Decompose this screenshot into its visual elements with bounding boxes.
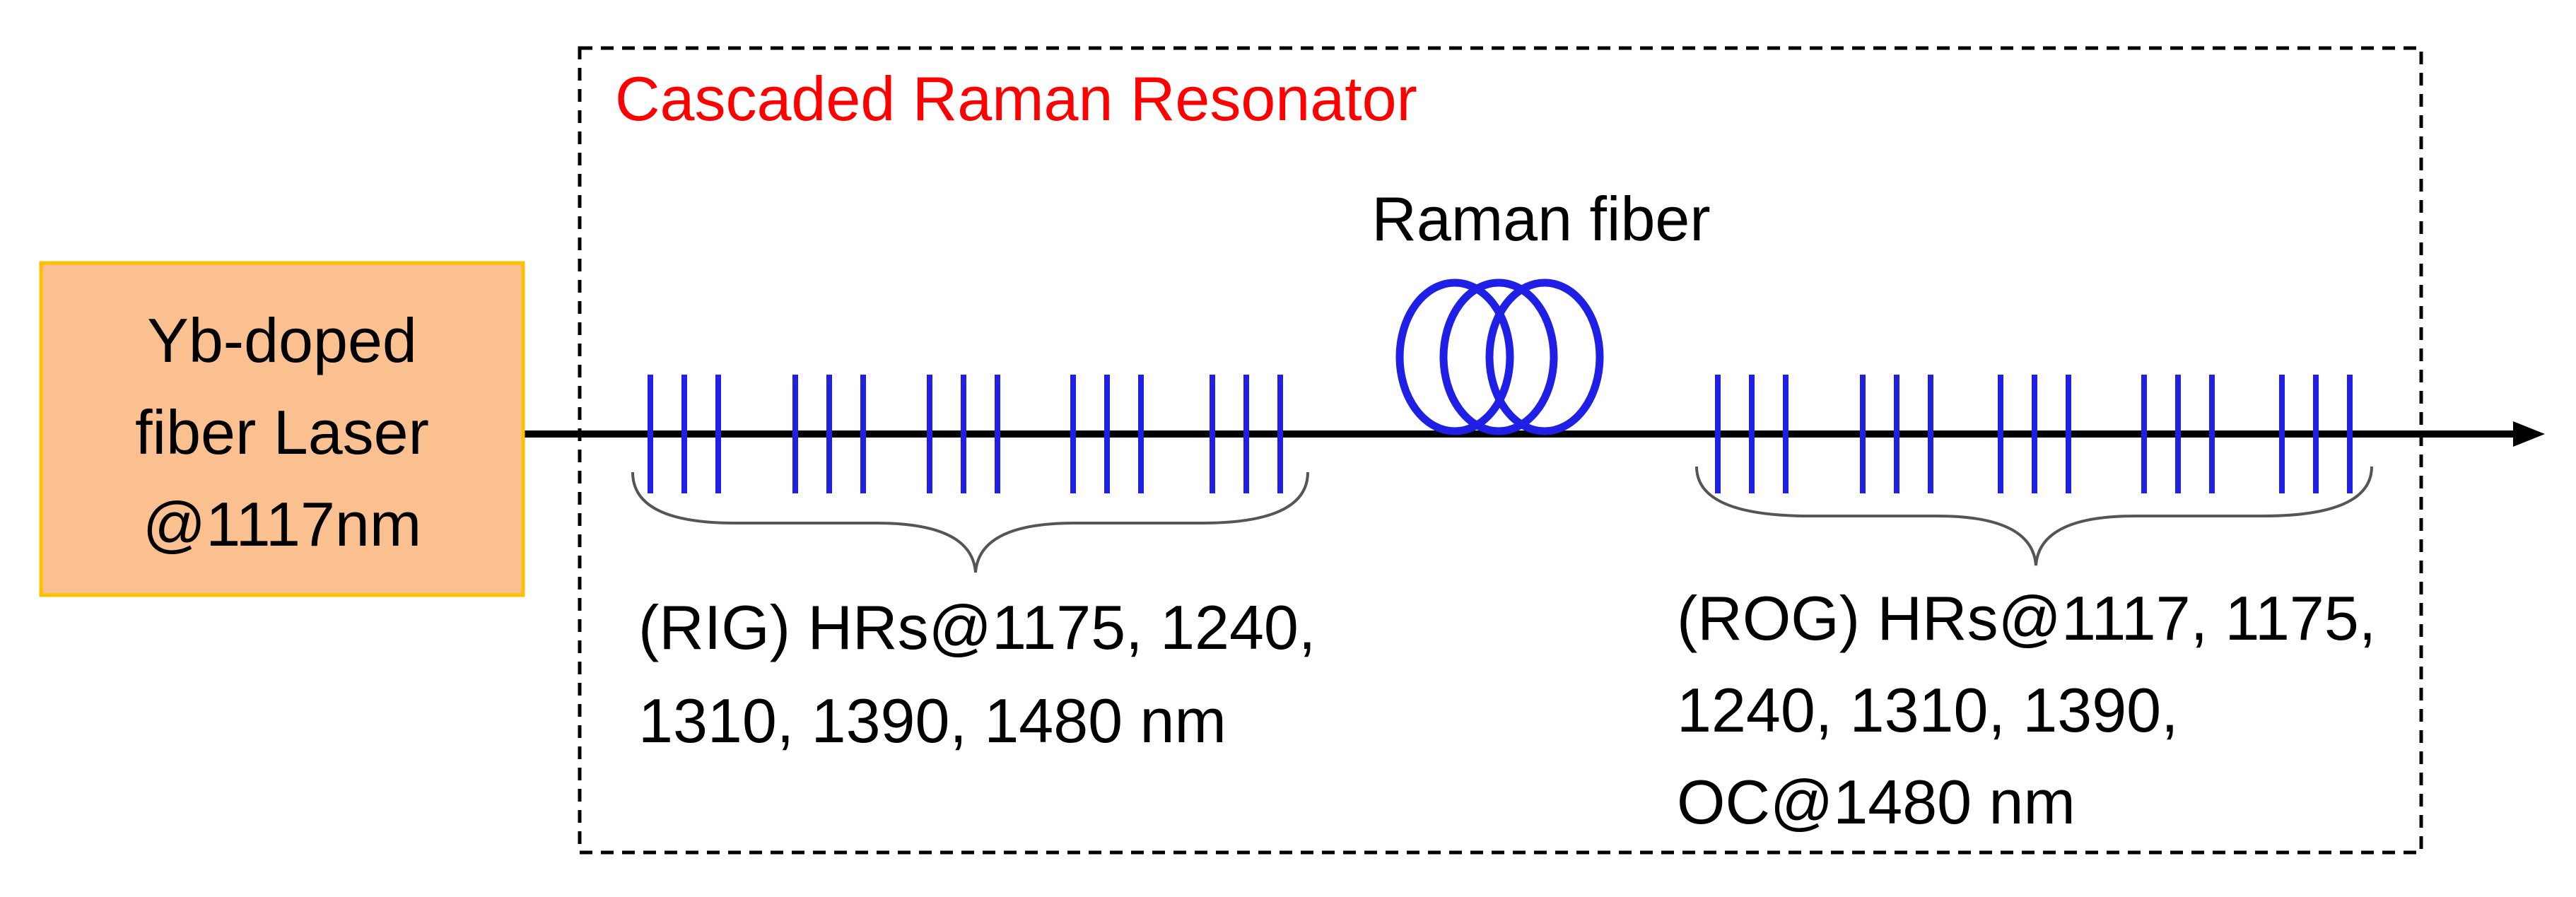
rog-brace [1695, 466, 2373, 566]
rog-label-line-3: OC@1480 nm [1677, 767, 2076, 837]
raman-fiber-label: Raman fiber [1371, 184, 1710, 254]
rig-label-line-2: 1310, 1390, 1480 nm [638, 686, 1226, 756]
rig-label-line-1: (RIG) HRs@1175, 1240, [638, 592, 1316, 662]
resonator-boundary [578, 46, 2423, 855]
laser-box [39, 261, 525, 597]
raman-fiber-coil [1395, 279, 1604, 435]
rog-label-line-1: (ROG) HRs@1117, 1175, [1677, 583, 2376, 653]
coil-loop-2 [1439, 279, 1558, 435]
laser-label-line-3: @1117nm [143, 489, 421, 559]
resonator-title: Cascaded Raman Resonator [615, 64, 1417, 134]
rog-label-line-2: 1240, 1310, 1390, [1677, 675, 2179, 745]
laser-label-line-2: fiber Laser [135, 397, 429, 467]
coil-loop-3 [1485, 279, 1604, 435]
rog-gratings [1715, 375, 2353, 493]
laser-label-line-1: Yb-doped [147, 305, 417, 375]
coil-loop-1 [1395, 279, 1514, 435]
rig-brace [631, 471, 1309, 573]
output-arrowhead [2513, 421, 2545, 447]
rig-gratings [648, 375, 1283, 493]
